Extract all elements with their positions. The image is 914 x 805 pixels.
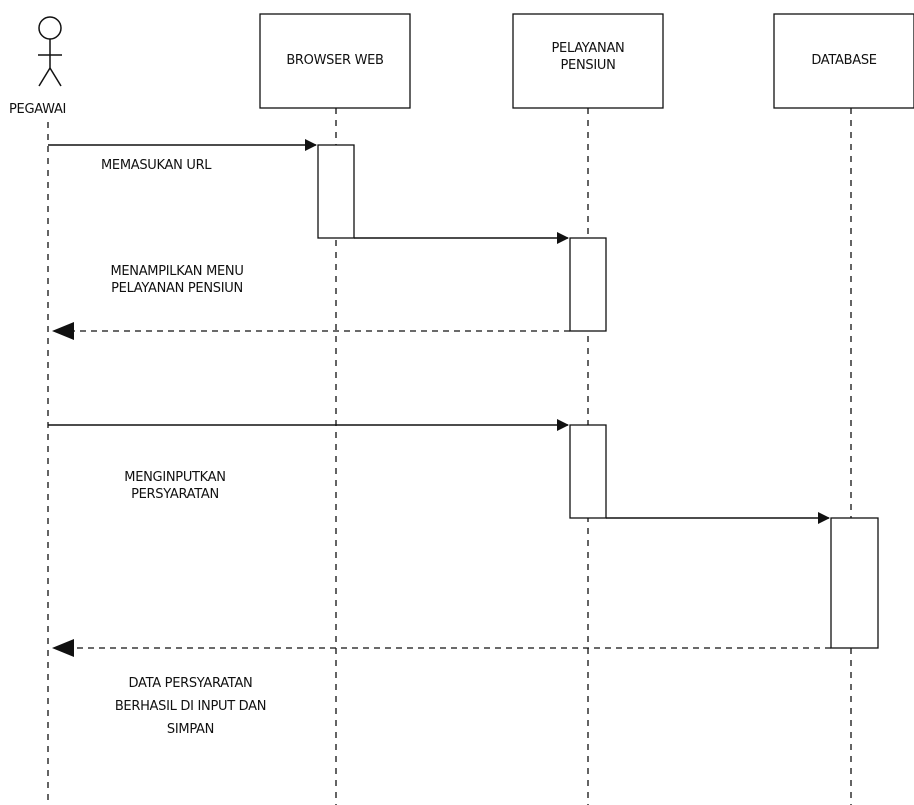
message-label-m4-line1: DATA PERSYARATAN	[128, 676, 253, 691]
message-label-m4-line3: SIMPAN	[166, 722, 215, 737]
return-arrowhead-1	[52, 322, 74, 340]
message-label-menampilkan-menu: MENAMPILKAN MENU PELAYANAN PENSIUN	[72, 263, 282, 297]
return-arrowhead-2	[52, 639, 74, 657]
lifeline-database-box	[773, 13, 914, 109]
actor-label: PEGAWAI	[9, 102, 67, 117]
lifeline-service-label-line1: PELAYANAN	[551, 41, 625, 56]
message-label-m2-line2: PELAYANAN PENSIUN	[111, 281, 243, 296]
activation-service-1	[569, 237, 607, 332]
lifeline-service-label: PELAYANAN PENSIUN	[513, 40, 663, 74]
lifeline-browser-label: BROWSER WEB	[286, 53, 384, 68]
message-label-m4-line2: BERHASIL DI INPUT DAN	[114, 699, 267, 714]
activation-browser	[317, 144, 355, 239]
lifeline-service-label-line2: PENSIUN	[560, 58, 616, 73]
lifeline-browser-box	[259, 13, 411, 109]
message-label-m2-line1: MENAMPILKAN MENU	[110, 264, 244, 279]
activation-service-2	[569, 424, 607, 519]
actor-pegawai-icon	[38, 16, 62, 87]
message-label-menginputkan: MENGINPUTKAN PERSYARATAN	[80, 469, 270, 503]
message-label-m3-line1: MENGINPUTKAN	[124, 470, 226, 485]
activation-database	[830, 517, 879, 649]
message-label-m3-line2: PERSYARATAN	[131, 487, 219, 502]
message-label-memasukan-url: MEMASUKAN URL	[101, 158, 212, 173]
message-label-data-persyaratan: DATA PERSYARATAN BERHASIL DI INPUT DAN S…	[78, 672, 303, 741]
lifeline-database-label: DATABASE	[811, 53, 877, 68]
